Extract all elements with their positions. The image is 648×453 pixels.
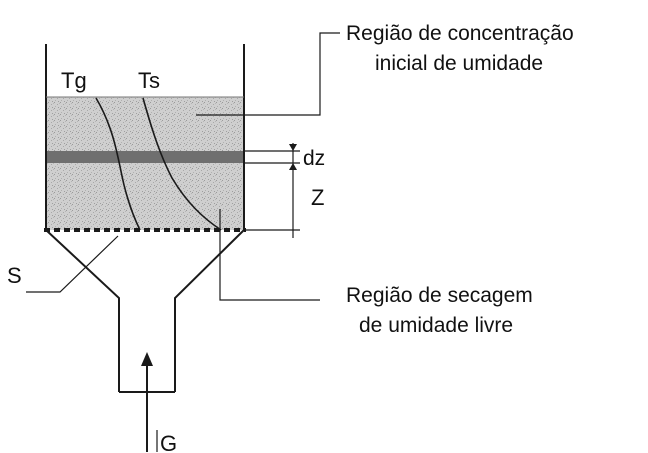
upper-region-leader [196,32,340,116]
dz-arrow-up [289,163,297,170]
g-label: G [160,431,177,453]
slice-band-dz [46,151,244,163]
particle-bed [46,97,244,230]
cone-right-wall [174,229,245,392]
ts-label: Ts [138,68,160,93]
lower-region-leader [219,209,320,301]
dz-label: dz [303,147,325,170]
s-label: S [7,263,22,288]
s-leader [26,235,119,293]
tg-label: Tg [61,68,87,93]
z-label: Z [311,185,324,210]
gas-flow-arrowhead [141,352,153,366]
solid-temperature-curve [142,97,222,231]
lower-region-label-line2: de umidade livre [359,314,513,337]
cone-left-wall [45,229,120,392]
dz-arrow-down [289,144,297,151]
upper-region-label-line2: inicial de umidade [375,52,543,75]
gas-temperature-curve [95,97,141,231]
lower-region-label-line1: Região de secagem [346,284,533,307]
upper-region-label-line1: Região de concentração [346,22,574,45]
